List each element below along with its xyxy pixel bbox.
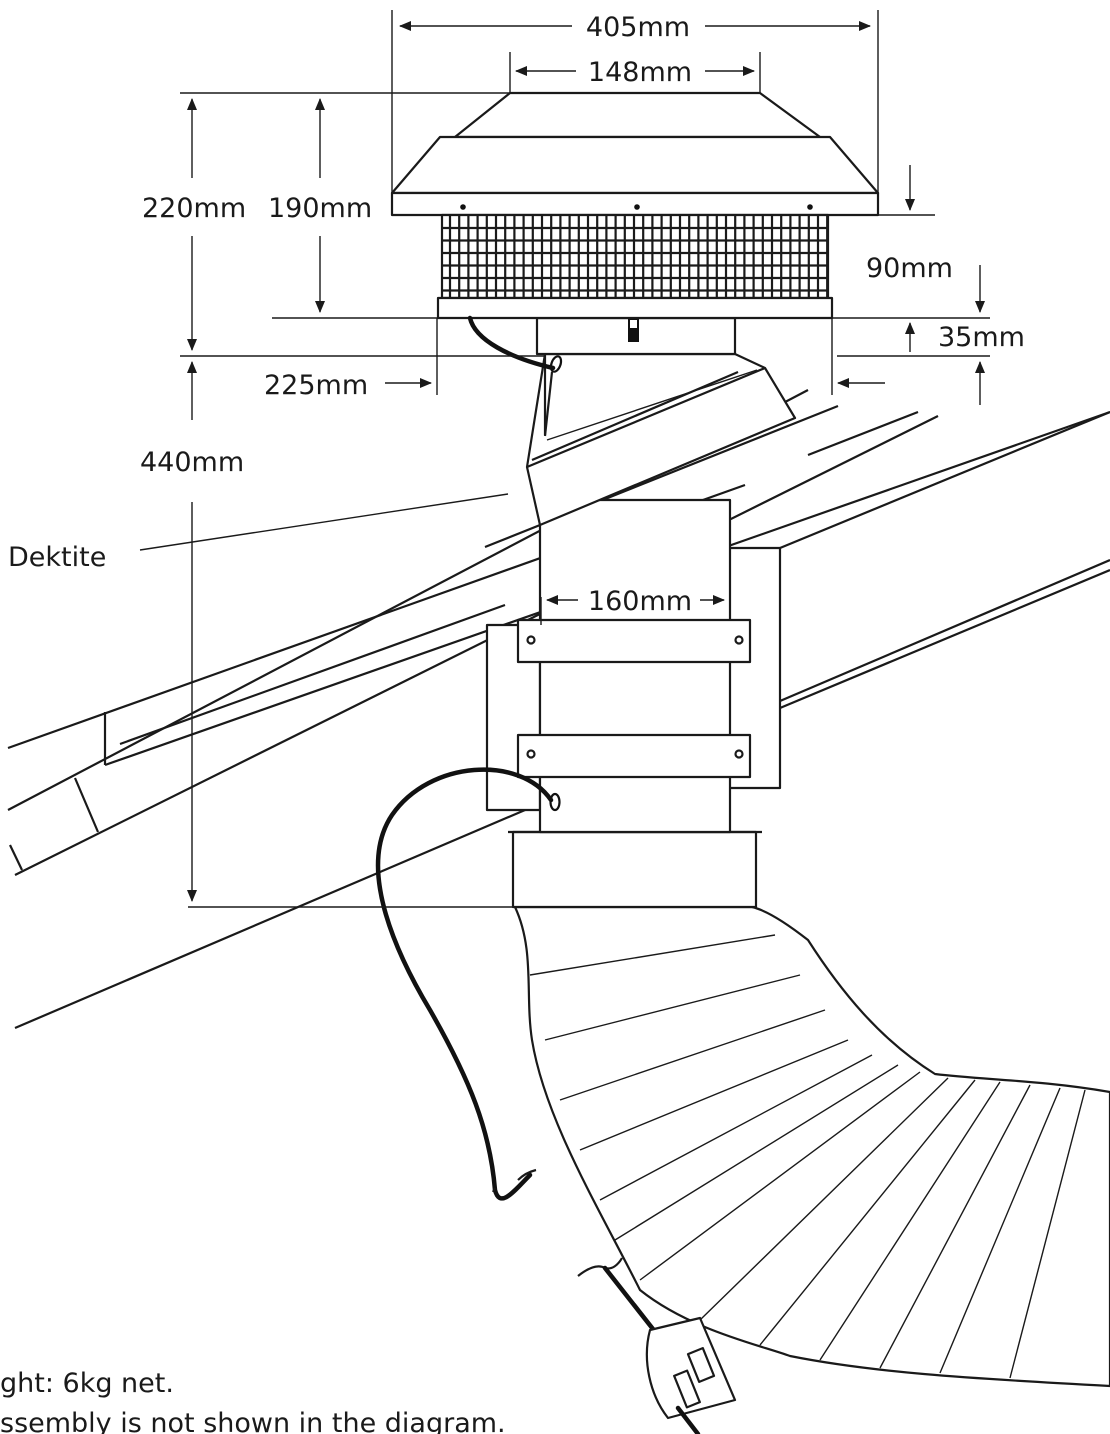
fan-cable-top — [467, 315, 556, 371]
dim-below-roof: 440mm — [140, 447, 244, 478]
strap-upper — [516, 618, 752, 664]
dim-height-body: 190mm — [268, 193, 372, 224]
duct-collar — [511, 830, 758, 909]
flexible-duct — [513, 905, 1110, 1388]
dektite-flashing — [525, 352, 797, 527]
label-dektite: Dektite — [8, 542, 106, 573]
dim-duct-width: 160mm — [588, 586, 692, 617]
notes: ght: 6kg net. ssembly is not shown in th… — [0, 1368, 506, 1434]
neck-clip — [628, 318, 639, 342]
duct-tube — [538, 498, 732, 834]
dim-cap-drop: 90mm — [866, 253, 953, 284]
dim-overall-width: 405mm — [586, 12, 690, 43]
dimension-labels: 405mm 148mm 220mm 190mm 90mm 35mm 225mm … — [8, 12, 1025, 617]
note-weight: ght: 6kg net. — [0, 1368, 174, 1399]
dim-base-height: 35mm — [938, 322, 1025, 353]
power-plug-icon — [577, 1257, 737, 1434]
dim-top-width: 148mm — [588, 57, 692, 88]
dimension-lines — [139, 10, 990, 908]
strap-lower — [516, 733, 752, 779]
dim-base-width: 225mm — [264, 370, 368, 401]
note-assembly: ssembly is not shown in the diagram. — [0, 1408, 506, 1434]
dektite-leader-line — [139, 493, 509, 551]
dim-height-overall: 220mm — [142, 193, 246, 224]
fan-head — [390, 91, 880, 320]
